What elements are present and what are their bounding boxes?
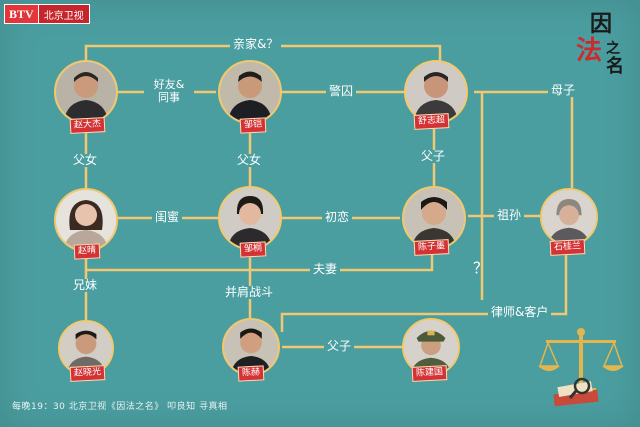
rel-fight: 并肩战斗 xyxy=(222,286,276,299)
title-char-4: 名 xyxy=(606,52,624,78)
name-tag-p10: 陈建国 xyxy=(412,365,448,382)
rel-firstlove: 初恋 xyxy=(322,211,352,224)
rel-lawyer: 律师&客户 xyxy=(488,306,551,319)
name-tag-p9: 陈赫 xyxy=(238,365,265,381)
name-tag-p6: 陈子墨 xyxy=(414,239,450,256)
footer-tagline: 每晚19：30 北京卫视《因法之名》 叩良知 寻真相 xyxy=(12,399,228,412)
rel-fs2: 父子 xyxy=(324,340,354,353)
portrait-p7 xyxy=(540,188,598,246)
rel-grand: 祖孙 xyxy=(494,209,524,222)
name-tag-p8: 赵晓光 xyxy=(70,365,106,382)
show-title: 因 法 之 名 xyxy=(576,8,636,74)
justice-scale-icon xyxy=(536,326,626,416)
portrait-p1 xyxy=(54,60,118,124)
title-char-2: 法 xyxy=(576,30,602,67)
rel-fd2: 父女 xyxy=(234,154,264,167)
rel-question: ？ xyxy=(470,262,491,275)
name-tag-p2: 邹铠 xyxy=(240,117,267,133)
portrait-p5 xyxy=(218,186,282,250)
rel-police: 警囚 xyxy=(326,85,356,98)
rel-siblings: 兄妹 xyxy=(70,279,100,292)
rel-spouses: 夫妻 xyxy=(310,263,340,276)
name-tag-p3: 舒志超 xyxy=(414,113,450,130)
rel-mother-son: 母子 xyxy=(548,84,578,97)
name-tag-p4: 赵晴 xyxy=(74,243,101,259)
rel-fd1: 父女 xyxy=(70,154,100,167)
name-tag-p1: 赵大杰 xyxy=(70,117,106,134)
name-tag-p5: 邹桐 xyxy=(240,241,267,257)
rel-fs1: 父子 xyxy=(418,150,448,163)
rel-bestie: 闺蜜 xyxy=(152,211,182,224)
rel-in-laws: 亲家&？ xyxy=(230,38,281,51)
line-mother-son xyxy=(474,92,572,188)
portrait-p4 xyxy=(54,188,118,252)
name-tag-p7: 石桂兰 xyxy=(550,239,586,256)
rel-friends: 好友& 同事 xyxy=(144,78,194,104)
portrait-p2 xyxy=(218,60,282,124)
